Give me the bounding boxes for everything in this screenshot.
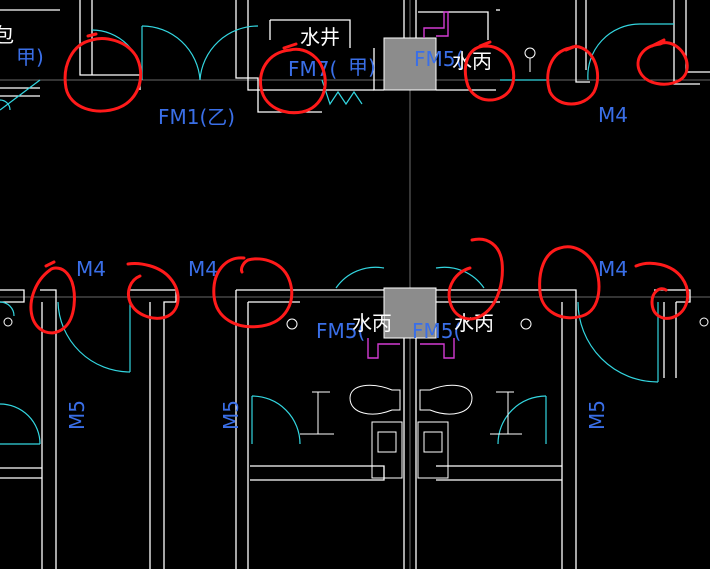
door-label-fm7-suffix: 甲): [348, 55, 376, 79]
partial-label-jia: 甲): [16, 45, 44, 69]
red-circle-markup: [634, 261, 690, 320]
shaft-top: [383, 37, 437, 91]
door-label-fm5-bottom-left-suffix: 水丙: [352, 311, 392, 335]
door-label-m4-3: M4: [598, 257, 628, 281]
red-circle-markup: [63, 32, 143, 113]
door-label-fm5-top: FM5(: [414, 47, 463, 71]
red-circle-markup: [259, 42, 327, 115]
top-walls: [0, 0, 710, 113]
red-circle-markup: [126, 262, 180, 320]
red-circle-markup: [546, 44, 599, 106]
red-circle-markup: [463, 40, 516, 102]
door-label-fm1: FM1(乙): [158, 105, 235, 129]
labels: 包 甲) 水井 FM7( 甲) FM5( 水丙 FM1(乙) M4 M4 M4 …: [0, 23, 628, 430]
door-label-m4-top-right: M4: [598, 103, 628, 127]
partial-label-bao: 包: [0, 23, 14, 47]
door-label-m5-left: M5: [65, 400, 89, 430]
pipe-top: [423, 11, 449, 38]
door-label-m5-mid: M5: [219, 400, 243, 430]
door-label-fm5-bottom-right: FM5(: [412, 319, 461, 343]
red-circle-markup: [447, 237, 504, 321]
door-label-m5-right: M5: [585, 400, 609, 430]
top-doors: [0, 23, 674, 111]
door-label-m4-1: M4: [76, 257, 106, 281]
door-label-fm5-bottom-left: FM5(: [316, 319, 365, 343]
red-circle-markup: [636, 38, 689, 86]
pipe-bottom-right: [420, 338, 455, 359]
shaft-label-top: 水井: [300, 25, 340, 49]
toilet-fixtures: [300, 384, 522, 479]
red-circle-markup: [538, 245, 601, 320]
red-circle-markup: [212, 256, 294, 329]
red-circle-markups: [29, 32, 690, 335]
red-circle-markup: [29, 260, 76, 335]
shaft-bottom: [383, 287, 437, 339]
pipe-bottom-left: [367, 338, 400, 359]
door-label-fm7: FM7(: [288, 57, 337, 81]
door-label-m4-2: M4: [188, 257, 218, 281]
